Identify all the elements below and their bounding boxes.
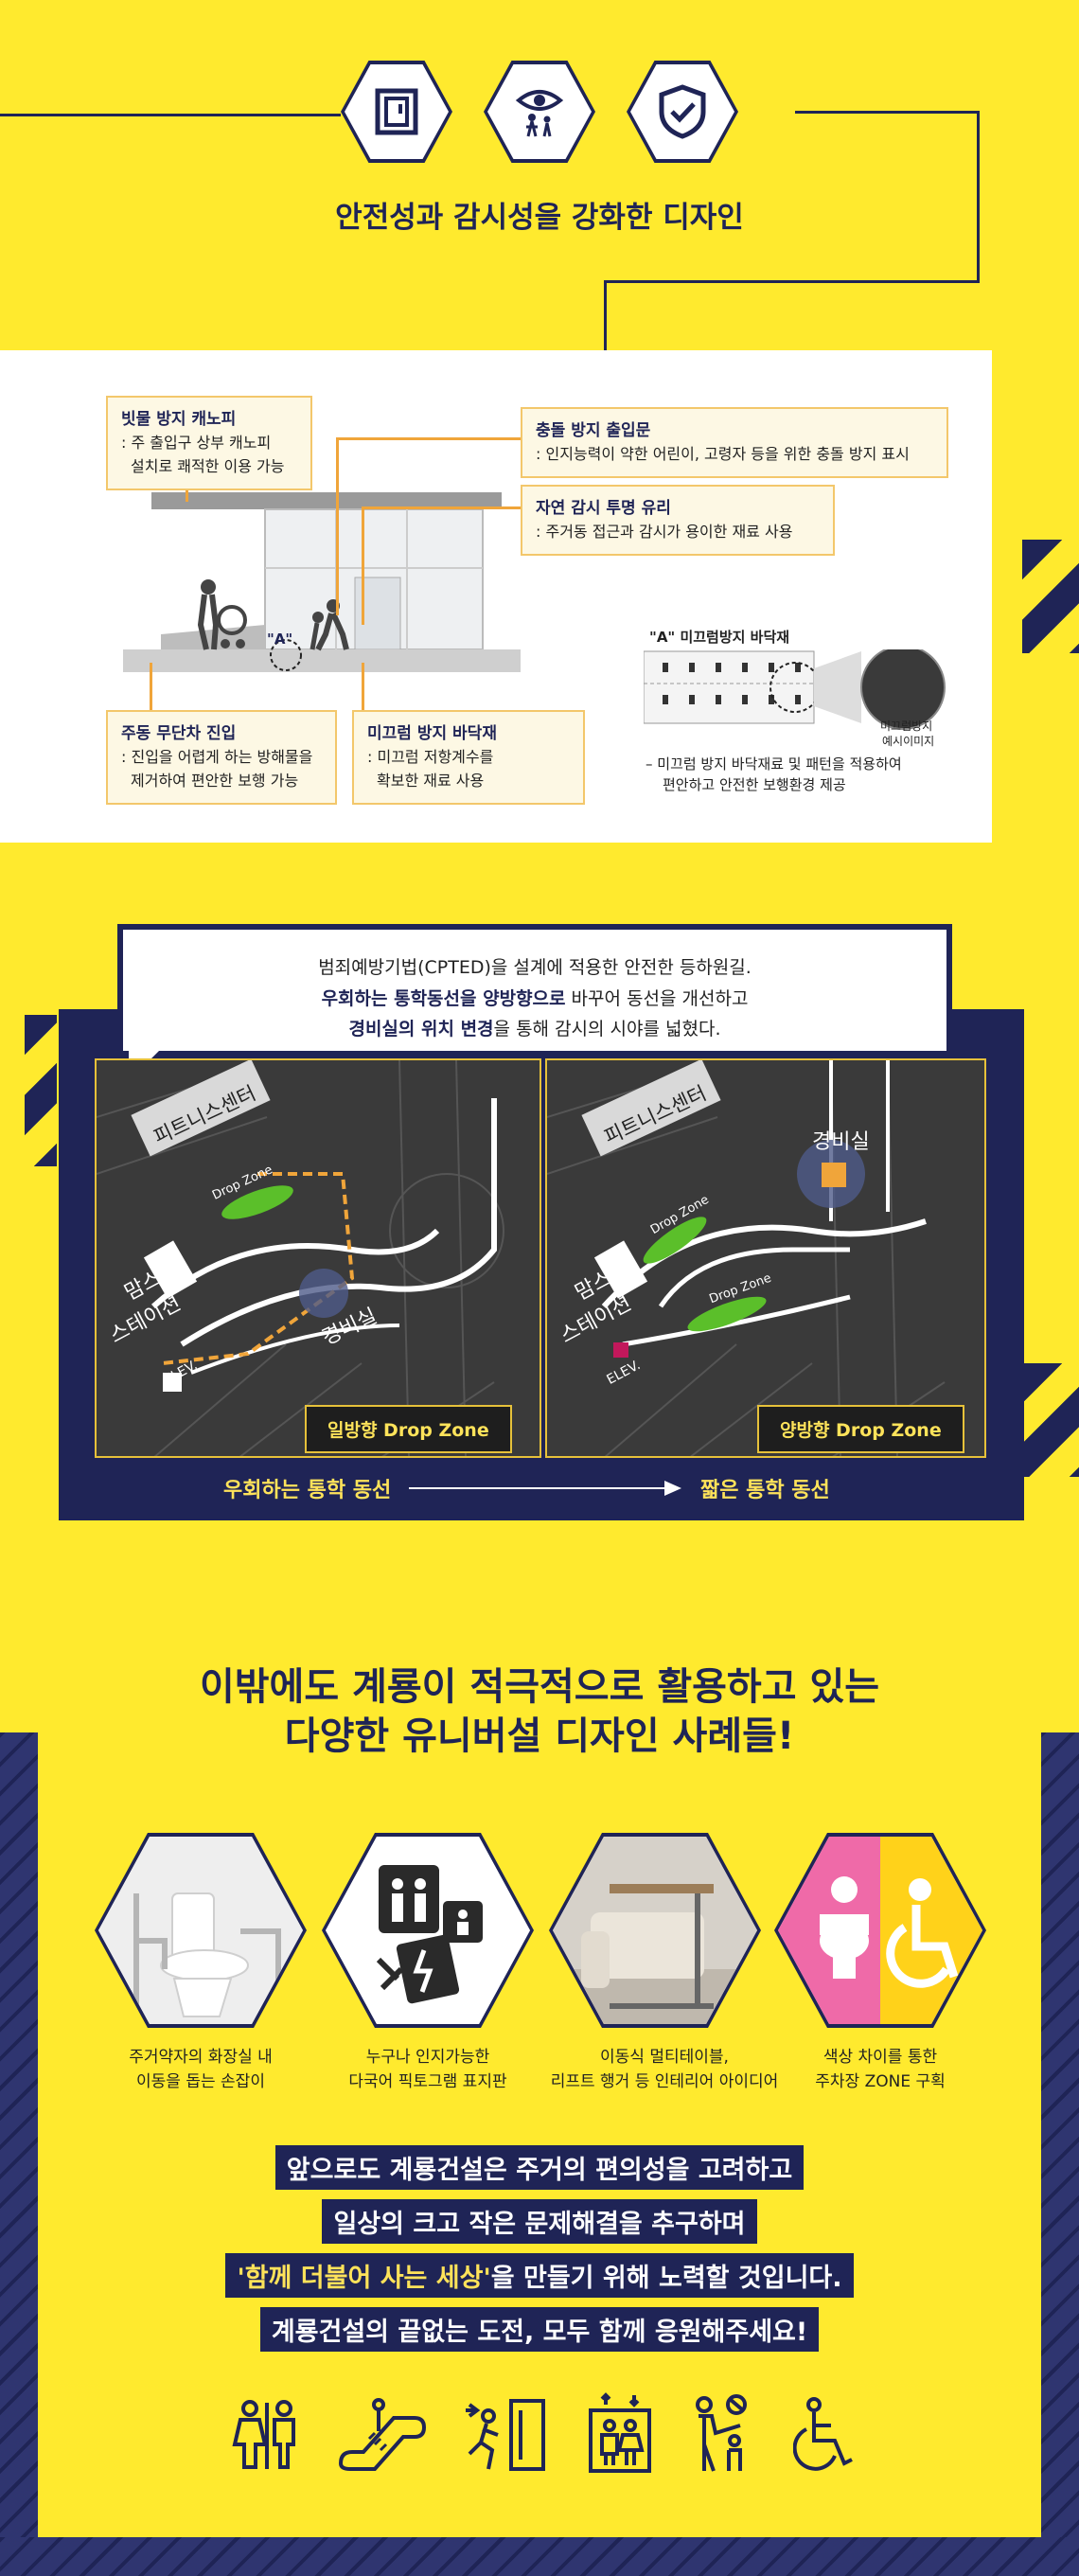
wheelchair-icon <box>793 2397 853 2471</box>
door-icon-hex <box>341 61 452 163</box>
mobile-table-icon <box>553 1837 757 2024</box>
route-arrow-icon <box>409 1481 681 1496</box>
no-children-icon <box>696 2394 747 2472</box>
example-caption-1: 주거약자의 화장실 내 이동을 돕는 손잡이 <box>68 2045 333 2095</box>
example-table <box>549 1833 761 2028</box>
detail-zoom-label1: 미끄럼방지 <box>880 720 933 733</box>
route-after-label: 짧은 통학 동선 <box>700 1479 830 1502</box>
callout-floor-body2: 확보한 재료 사용 <box>377 772 485 791</box>
cpted-line2-highlight: 우회하는 통학동선을 양방향으로 <box>321 987 566 1009</box>
restroom-icon <box>232 2400 295 2469</box>
example-caption-4-line1: 색상 차이를 통한 <box>823 2048 938 2067</box>
marker-a-label: "A" <box>267 631 293 648</box>
example-caption-4-line2: 주차장 ZONE 구획 <box>815 2072 946 2092</box>
example-caption-3-line2: 리프트 행거 등 인테리어 아이디어 <box>550 2072 779 2092</box>
header-rule-right <box>795 111 980 114</box>
decor-stripes-right-bottom <box>1041 1732 1079 2547</box>
parking-zone-icon <box>778 1837 982 2024</box>
closing-line2: 일상의 크고 작은 문제해결을 추구하며 <box>322 2199 757 2244</box>
example-caption-2-line1: 누구나 인지가능한 <box>365 2048 490 2067</box>
callout-floor: 미끄럼 방지 바닥재 : 미끄럼 저항계수를 확보한 재료 사용 <box>352 710 585 805</box>
callout-floor-title: 미끄럼 방지 바닥재 <box>367 724 497 743</box>
detail-zoom-label2: 예시이미지 <box>882 735 935 748</box>
shield-check-icon <box>659 84 706 139</box>
examples-heading-line1: 이밖에도 계룡이 적극적으로 활용하고 있는 <box>199 1665 880 1709</box>
cpted-line2-rest: 바꾸어 동선을 개선하고 <box>565 987 749 1009</box>
elevator-icon <box>589 2392 651 2473</box>
detail-caption2: 편안하고 안전한 보행환경 제공 <box>663 776 846 793</box>
header-rule-vertical <box>977 111 980 283</box>
example-caption-1-line1: 주거약자의 화장실 내 <box>129 2048 273 2067</box>
callout-glass-title: 자연 감시 투명 유리 <box>536 499 671 518</box>
eye-guard-icon-hex <box>484 61 595 163</box>
example-caption-2-line2: 다국어 픽토그램 표지판 <box>348 2072 507 2092</box>
cpted-line3-highlight: 경비실의 위치 변경 <box>348 1019 494 1040</box>
detail-caption1: – 미끄럼 방지 바닥재료 및 패턴을 적용하여 <box>646 755 902 773</box>
callout-canopy-title: 빗물 방지 캐노피 <box>121 410 237 429</box>
design-feature-panel: "A" 빗물 방지 캐노피 : 주 출입구 상부 캐노피 설치로 쾌적한 이용 … <box>0 350 992 843</box>
detail-title: "A" 미끄럼방지 바닥재 <box>649 629 790 646</box>
example-caption-3-line1: 이동식 멀티테이블, <box>600 2048 729 2067</box>
route-before-label: 우회하는 통학 동선 <box>223 1479 392 1502</box>
closing-line3: '함께 더불어 사는 세상'을 만들기 위해 노력할 것입니다. <box>225 2253 854 2298</box>
callout-entry-title: 주동 무단차 진입 <box>121 724 237 743</box>
closing-line1: 앞으로도 계룡건설은 주거의 편의성을 고려하고 <box>274 2145 805 2190</box>
building-illustration <box>123 492 521 672</box>
header-rule-left <box>0 114 341 116</box>
callout-canopy: 빗물 방지 캐노피 : 주 출입구 상부 캐노피 설치로 쾌적한 이용 가능 <box>106 396 312 490</box>
closing-line3-rest: 을 만들기 위해 노력할 것입니다. <box>490 2264 842 2293</box>
callout-floor-body1: : 미끄럼 저항계수를 <box>367 748 494 767</box>
toilet-grab-bar-icon <box>98 1837 303 2024</box>
floor-pattern-illustration <box>644 649 946 730</box>
cpted-line3-rest: 을 통해 감시의 시야를 넓혔다. <box>493 1019 721 1040</box>
examples-heading-line2: 다양한 유니버설 디자인 사례들! <box>284 1714 795 1758</box>
decor-stripes-bottom <box>0 2537 1079 2576</box>
door-icon <box>375 88 418 135</box>
decor-stripe-right-2 <box>1022 1363 1079 1477</box>
callout-door: 충돌 방지 출입문 : 인지능력이 약한 어린이, 고령자 등을 위한 충돌 방… <box>521 407 948 479</box>
callout-door-title: 충돌 방지 출입문 <box>536 421 651 440</box>
closing-line3-highlight: '함께 더불어 사는 세상' <box>237 2264 491 2293</box>
cpted-line1: 범죄예방기법(CPTED)을 설계에 적용한 안전한 등하원길. <box>318 957 752 978</box>
pictogram-sign-icon <box>326 1837 530 2024</box>
header-rule-bottom <box>604 280 980 283</box>
map-before-label: 일방향 Drop Zone <box>305 1405 512 1453</box>
emergency-exit-icon <box>466 2399 545 2471</box>
callout-entry-body1: : 진입을 어렵게 하는 방해물을 <box>121 748 313 767</box>
callout-entry-body2: 제거하여 편안한 보행 가능 <box>131 772 299 791</box>
callout-door-body1: : 인지능력이 약한 어린이, 고령자 등을 위한 충돌 방지 표시 <box>536 445 910 464</box>
closing-line4: 계룡건설의 끝없는 도전, 모두 함께 응원해주세요! <box>259 2307 820 2352</box>
decor-stripe-left <box>25 1015 57 1166</box>
example-caption-4: 색상 차이를 통한 주차장 ZONE 구획 <box>748 2045 1013 2095</box>
callout-canopy-body1: : 주 출입구 상부 캐노피 <box>121 434 272 453</box>
example-caption-3: 이동식 멀티테이블, 리프트 행거 등 인테리어 아이디어 <box>522 2045 806 2095</box>
example-toilet <box>95 1833 307 2028</box>
decor-stripes-left-bottom <box>0 1732 38 2547</box>
header-rule-drop <box>604 280 607 350</box>
shield-check-icon-hex <box>627 61 738 163</box>
example-caption-1-line2: 이동을 돕는 손잡이 <box>136 2072 265 2092</box>
escalator-icon <box>338 2398 427 2471</box>
callout-glass: 자연 감시 투명 유리 : 주거동 접근과 감시가 용이한 재료 사용 <box>521 485 835 557</box>
cpted-description: 범죄예방기법(CPTED)을 설계에 적용한 안전한 등하원길. 우회하는 통학… <box>123 930 946 1051</box>
eye-guard-icon <box>515 90 564 137</box>
callout-entry: 주동 무단차 진입 : 진입을 어렵게 하는 방해물을 제거하여 편안한 보행 … <box>106 710 337 805</box>
map-after: 피트니스센터 경비실 Drop Zone Drop Zone 맘스 스테이션 E… <box>545 1058 986 1458</box>
example-caption-2: 누구나 인지가능한 다국어 픽토그램 표지판 <box>295 2045 560 2095</box>
closing-message: 앞으로도 계룡건설은 주거의 편의성을 고려하고 일상의 크고 작은 문제해결을… <box>0 2145 1079 2361</box>
map-after-guard: 경비실 <box>812 1130 870 1154</box>
decor-stripe-right-1 <box>1022 540 1079 653</box>
section-title-safety: 안전성과 감시성을 강화한 디자인 <box>335 201 744 235</box>
callout-glass-body1: : 주거동 접근과 감시가 용이한 재료 사용 <box>536 523 793 542</box>
example-parking <box>774 1833 986 2028</box>
map-before: 피트니스센터 Drop Zone 맘스 스테이션 경비실 ELEV. 일방향 D… <box>95 1058 541 1458</box>
callout-canopy-body2: 설치로 쾌적한 이용 가능 <box>131 457 285 476</box>
example-pictogram <box>322 1833 534 2028</box>
map-after-label: 양방향 Drop Zone <box>757 1405 964 1453</box>
